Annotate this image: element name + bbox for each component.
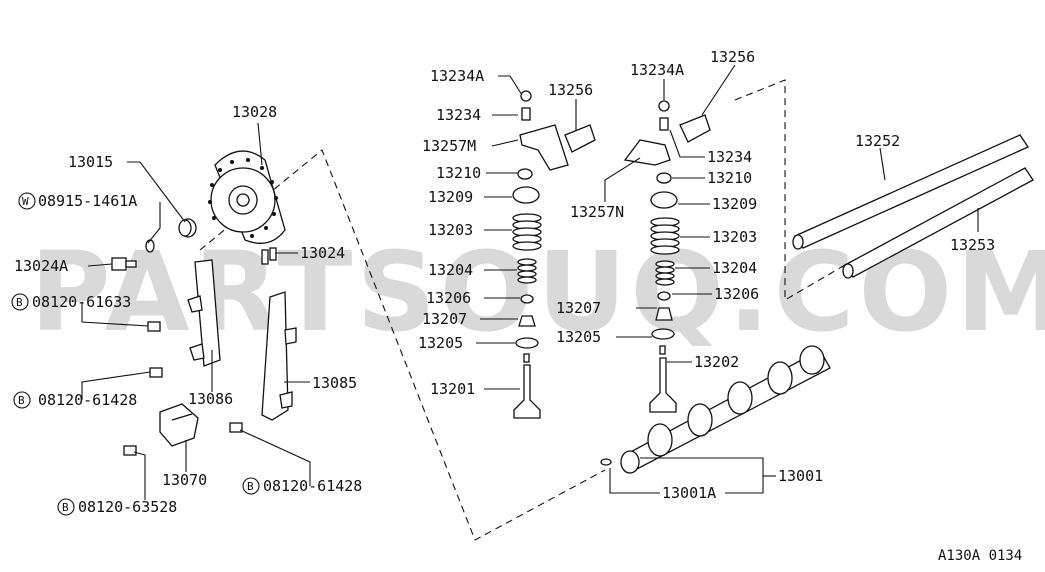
boundary-dashed-line-right bbox=[734, 79, 846, 301]
label-08915-1461A: 08915-1461A bbox=[38, 192, 137, 210]
label-right-13234A: 13234A bbox=[630, 61, 684, 79]
o-ring-08915 bbox=[145, 239, 155, 253]
label-13015: 13015 bbox=[68, 153, 113, 171]
camshaft-13001 bbox=[620, 345, 831, 474]
part-labels: 13028 13015 W 08915-1461A 13024 13024A B… bbox=[11, 48, 1022, 564]
label-08120-61428-a-prefix: B bbox=[18, 394, 25, 407]
left-cap-13256 bbox=[564, 124, 596, 153]
label-left-13209: 13209 bbox=[428, 188, 473, 206]
sprocket-washer bbox=[178, 218, 197, 238]
label-13028: 13028 bbox=[232, 103, 277, 121]
label-08120-61428-b-prefix: B bbox=[247, 480, 254, 493]
label-right-13205: 13205 bbox=[556, 328, 601, 346]
label-left-13234: 13234 bbox=[436, 106, 481, 124]
label-13001A: 13001A bbox=[662, 484, 716, 502]
label-13085: 13085 bbox=[312, 374, 357, 392]
rocker-shaft-13253 bbox=[842, 167, 1034, 279]
b-circle-icon bbox=[242, 477, 260, 495]
label-13001: 13001 bbox=[778, 467, 823, 485]
label-left-13206: 13206 bbox=[426, 289, 471, 307]
tensioner-body-13070 bbox=[159, 403, 199, 447]
label-left-13257M: 13257M bbox=[422, 137, 476, 155]
label-13024: 13024 bbox=[300, 244, 345, 262]
label-right-13202: 13202 bbox=[694, 353, 739, 371]
label-13252: 13252 bbox=[855, 132, 900, 150]
chain-guide-13086 bbox=[187, 259, 221, 367]
label-right-13209: 13209 bbox=[712, 195, 757, 213]
label-08120-61633-prefix: B bbox=[16, 296, 23, 309]
label-08915-prefix: W bbox=[22, 195, 29, 208]
diagram-code: A130A 0134 bbox=[938, 548, 1022, 564]
label-left-13234A: 13234A bbox=[430, 67, 484, 85]
label-right-13206: 13206 bbox=[714, 285, 759, 303]
b-circle-icon bbox=[11, 293, 29, 311]
label-left-13204: 13204 bbox=[428, 261, 473, 279]
label-right-13257N: 13257N bbox=[570, 203, 624, 221]
label-right-13256: 13256 bbox=[710, 48, 755, 66]
label-08120-63528-prefix: B bbox=[62, 501, 69, 514]
left-valve-stack bbox=[512, 90, 569, 419]
right-cap-13256 bbox=[679, 114, 711, 143]
label-13253: 13253 bbox=[950, 236, 995, 254]
label-08120-63528: 08120-63528 bbox=[78, 498, 177, 516]
label-left-13203: 13203 bbox=[428, 221, 473, 239]
label-13086: 13086 bbox=[188, 390, 233, 408]
label-right-13207: 13207 bbox=[556, 299, 601, 317]
label-13024A: 13024A bbox=[14, 257, 68, 275]
label-right-13210: 13210 bbox=[707, 169, 752, 187]
label-left-13256: 13256 bbox=[548, 81, 593, 99]
leader-lines bbox=[81, 64, 979, 500]
label-right-13203: 13203 bbox=[712, 228, 757, 246]
label-08120-61428-b: 08120-61428 bbox=[263, 477, 362, 495]
label-13070: 13070 bbox=[162, 471, 207, 489]
b-circle-icon bbox=[57, 498, 75, 516]
w-circle-icon bbox=[18, 192, 36, 210]
label-left-13201: 13201 bbox=[430, 380, 475, 398]
label-right-13204: 13204 bbox=[712, 259, 757, 277]
label-08120-61428-a: 08120-61428 bbox=[38, 391, 137, 409]
label-08120-61633: 08120-61633 bbox=[32, 293, 131, 311]
rocker-shaft-13252 bbox=[792, 134, 1029, 250]
right-valve-stack bbox=[623, 100, 680, 413]
label-left-13205: 13205 bbox=[418, 334, 463, 352]
pin-13024 bbox=[261, 247, 277, 265]
label-left-13207: 13207 bbox=[422, 310, 467, 328]
camshaft-pin-13001A bbox=[600, 458, 612, 466]
timing-sprocket bbox=[208, 150, 286, 244]
label-right-13234: 13234 bbox=[707, 148, 752, 166]
label-left-13210: 13210 bbox=[436, 164, 481, 182]
b-circle-icon bbox=[13, 391, 31, 409]
chain-tensioner-13085 bbox=[261, 291, 297, 421]
